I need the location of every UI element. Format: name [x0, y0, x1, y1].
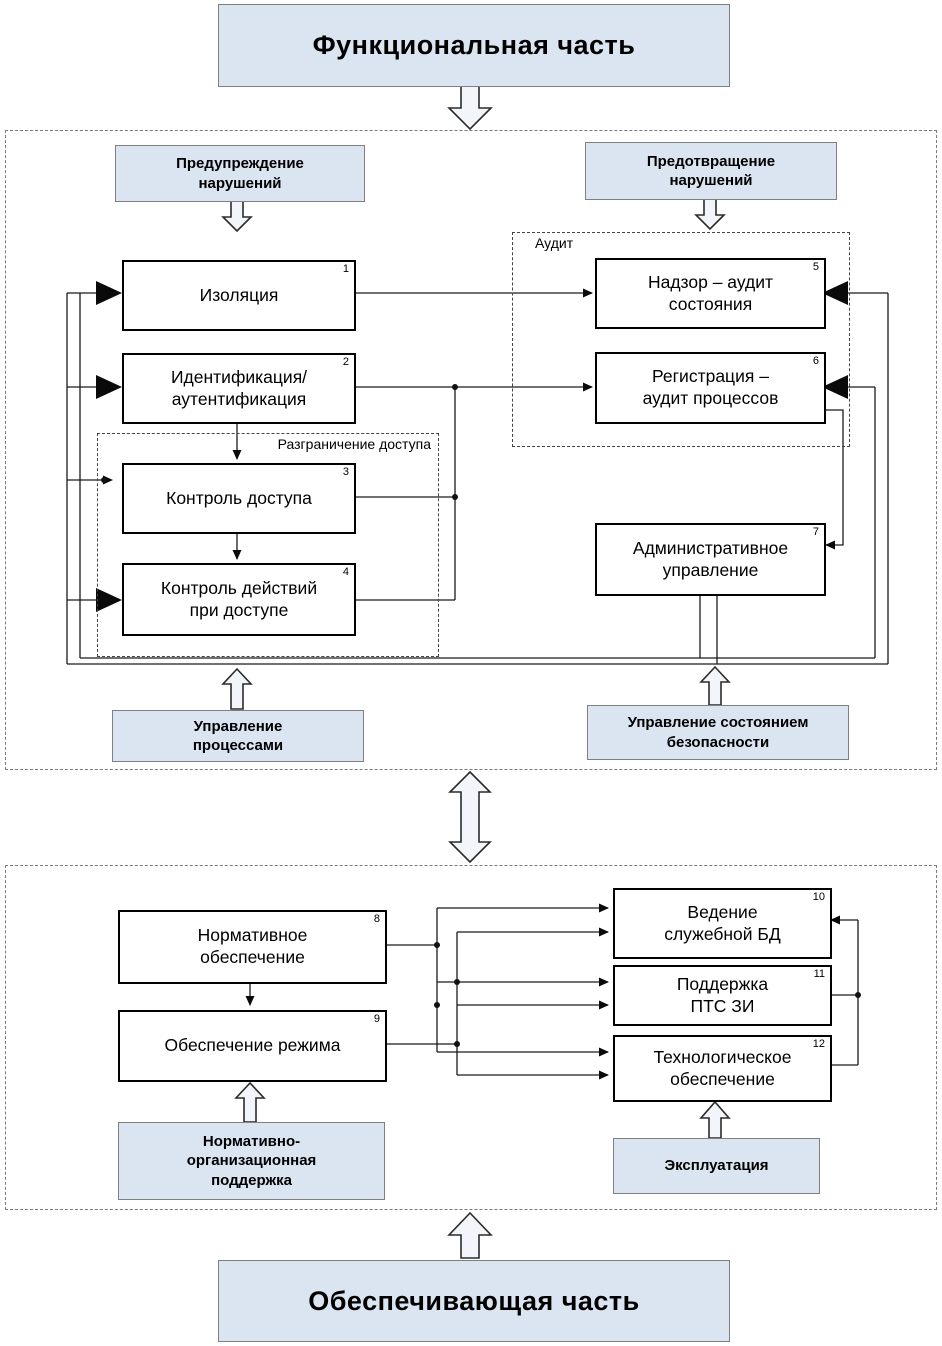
box-supervision-number: 5	[812, 261, 819, 273]
box-isolation-number: 1	[342, 263, 349, 275]
box-action-control-number: 4	[342, 566, 349, 578]
box-identification: 2 Идентификация/ аутентификация	[122, 353, 356, 424]
box-isolation: 1 Изоляция	[122, 260, 356, 331]
box-supervision: 5 Надзор – аудит состояния	[595, 258, 826, 329]
box-access-control: 3 Контроль доступа	[122, 463, 356, 534]
box-technological: 12 Технологическое обеспечение	[613, 1035, 832, 1102]
box-normative: 8 Нормативное обеспечение	[118, 910, 387, 984]
label-operation-text: Эксплуатация	[664, 1157, 769, 1175]
box-admin-number: 7	[812, 526, 819, 538]
functional-container	[5, 130, 937, 770]
arrow-top-down-icon	[447, 84, 493, 131]
box-pts-support: 11 Поддержка ПТС ЗИ	[613, 965, 832, 1026]
label-normative-support: Нормативно- организационная поддержка	[118, 1122, 385, 1200]
box-normative-text: Нормативное обеспечение	[197, 925, 308, 967]
box-service-db: 10 Ведение служебной БД	[613, 888, 832, 959]
label-process-management-text: Управление процессами	[192, 717, 284, 755]
box-regime-text: Обеспечение режима	[164, 1035, 341, 1056]
box-registration-text: Регистрация – аудит процессов	[642, 366, 779, 408]
box-supervision-text: Надзор – аудит состояния	[647, 271, 774, 314]
arrow-bottom-up-icon	[447, 1211, 493, 1259]
title-functional-part: Функциональная часть	[218, 4, 730, 87]
label-warning: Предупреждение нарушений	[115, 145, 365, 202]
box-admin-text: Административное управление	[632, 537, 789, 580]
group-audit-label: Аудит	[533, 235, 576, 251]
box-registration: 6 Регистрация – аудит процессов	[595, 352, 826, 424]
box-admin: 7 Административное управление	[595, 523, 826, 596]
box-pts-support-text: Поддержка ПТС ЗИ	[676, 973, 769, 1016]
label-prevention: Предотвращение нарушений	[585, 142, 837, 200]
title-providing-part: Обеспечивающая часть	[218, 1260, 730, 1342]
box-access-control-number: 3	[342, 466, 349, 478]
title-providing-text: Обеспечивающая часть	[308, 1285, 640, 1316]
box-regime-number: 9	[373, 1013, 380, 1025]
label-operation: Эксплуатация	[613, 1138, 820, 1194]
group-audit: Аудит	[512, 232, 850, 447]
box-technological-text: Технологическое обеспечение	[653, 1046, 792, 1089]
label-process-management: Управление процессами	[112, 710, 364, 762]
box-service-db-text: Ведение служебной БД	[664, 901, 781, 944]
box-registration-number: 6	[812, 355, 819, 367]
box-service-db-number: 10	[812, 891, 825, 903]
providing-container	[5, 865, 937, 1210]
box-regime: 9 Обеспечение режима	[118, 1010, 387, 1082]
box-identification-text: Идентификация/ аутентификация	[170, 366, 308, 409]
label-security-state-management-text: Управление состоянием безопасности	[627, 714, 809, 751]
label-prevention-text: Предотвращение нарушений	[646, 152, 776, 190]
box-action-control-text: Контроль действий при доступе	[160, 577, 318, 620]
arrow-double-middle-icon	[448, 770, 492, 864]
group-access: Разграничение доступа	[97, 433, 439, 657]
box-access-control-text: Контроль доступа	[166, 487, 312, 508]
box-identification-number: 2	[342, 356, 349, 368]
box-action-control: 4 Контроль действий при доступе	[122, 563, 356, 636]
label-warning-text: Предупреждение нарушений	[176, 155, 304, 192]
label-normative-support-text: Нормативно- организационная поддержка	[186, 1132, 317, 1189]
box-pts-support-number: 11	[813, 968, 825, 980]
box-normative-number: 8	[373, 913, 380, 925]
box-isolation-text: Изоляция	[199, 284, 279, 305]
box-technological-number: 12	[812, 1038, 825, 1050]
label-security-state-management: Управление состоянием безопасности	[587, 705, 849, 760]
title-functional-text: Функциональная часть	[312, 30, 636, 60]
group-access-label: Разграничение доступа	[275, 436, 433, 452]
